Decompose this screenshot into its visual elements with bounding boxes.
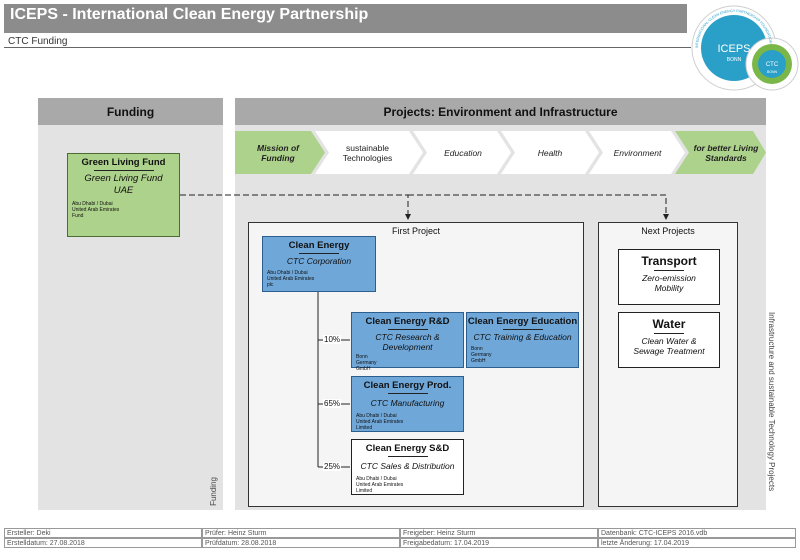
chevron-label-technologies: sustainable Technologies [342, 142, 393, 163]
prod-subtitle: CTC Manufacturing [370, 398, 445, 408]
chevron-label-living-standards: for better Living Standards [693, 142, 759, 163]
footer-database: Datenbank: CTC-ICEPS 2016.vdb [598, 528, 796, 538]
snd-detail: United Arab Emirates [356, 482, 404, 488]
rnd-detail: Germany [356, 360, 377, 366]
header-divider [4, 47, 691, 48]
water-title: Water [652, 317, 686, 331]
education-detail: Germany [471, 352, 492, 358]
share-label-prod: 65% [323, 399, 342, 408]
first-project-title: First Project [391, 226, 440, 236]
green-fund-detail: Fund [72, 213, 84, 219]
chevron-environment [589, 131, 685, 174]
green-fund-detail: Abu Dhabi / Dubai [72, 201, 113, 207]
projects-side-label: Infrastructure and sustainable Technolog… [767, 312, 776, 492]
education-detail: Bonn [471, 346, 483, 352]
clean-energy-prod-box: Clean Energy Prod. CTC Manufacturing Abu… [351, 376, 464, 432]
document-footer: Ersteller: Deki Prüfer: Heinz Sturm Frei… [4, 528, 796, 550]
water-divider [654, 333, 684, 334]
rnd-subtitle: CTC Research & Development [375, 332, 440, 352]
green-fund-detail: United Arab Emirates [72, 207, 120, 213]
chevron-education [413, 131, 511, 174]
transport-subtitle: Zero-emission Mobility [642, 273, 696, 293]
transport-title: Transport [641, 254, 697, 268]
footer-last-change: letzte Änderung: 17.04.2019 [598, 538, 796, 548]
clean-energy-box: Clean Energy CTC Corporation Abu Dhabi /… [262, 236, 376, 292]
clean-energy-title: Clean Energy [288, 240, 350, 251]
logo-sub-text: BONN [727, 57, 742, 63]
chevron-health [501, 131, 599, 174]
footer-review-date: Prüfdatum: 28.08.2018 [202, 538, 400, 548]
clean-energy-detail: plc [267, 282, 274, 288]
education-title: Clean Energy Education [467, 316, 578, 327]
prod-divider [387, 393, 428, 394]
clean-energy-snd-box: Clean Energy S&D CTC Sales & Distributio… [351, 439, 464, 495]
water-subtitle: Clean Water & Sewage Treatment [633, 336, 705, 356]
clean-energy-education-box: Clean Energy Education CTC Training & Ed… [466, 312, 579, 368]
green-living-fund-box: Green Living Fund Green Living Fund UAE … [67, 153, 180, 237]
chevron-label-environment: Environment [613, 147, 662, 158]
prod-detail: Limited [356, 425, 373, 431]
iceps-logo: ICEPS BONN CTC BONN INTERNATIONAL CLEAN … [691, 5, 799, 91]
page-title: ICEPS - International Clean Energy Partn… [10, 6, 369, 23]
logo-small-text: CTC [766, 62, 779, 68]
funding-panel-header: Funding [38, 98, 223, 125]
water-box: Water Clean Water & Sewage Treatment [618, 312, 720, 368]
snd-subtitle: CTC Sales & Distribution [360, 461, 455, 471]
footer-reviewer: Prüfer: Heinz Sturm [202, 528, 400, 538]
snd-detail: Abu Dhabi / Dubai [356, 476, 397, 482]
logo-main-text: ICEPS [717, 43, 750, 55]
rnd-title: Clean Energy R&D [365, 316, 450, 327]
chevron-label-mission: Mission of Funding [256, 142, 300, 163]
rnd-detail: Bonn [356, 354, 368, 360]
footer-author: Ersteller: Deki [4, 528, 202, 538]
snd-title: Clean Energy S&D [365, 443, 450, 454]
footer-approver: Freigeber: Heinz Sturm [400, 528, 598, 538]
rnd-divider [387, 329, 428, 330]
chevron-technologies [315, 131, 423, 174]
projects-panel-header: Projects: Environment and Infrastructure [235, 98, 766, 125]
page-subtitle: CTC Funding [8, 36, 68, 47]
education-divider [502, 329, 543, 330]
share-label-snd: 25% [323, 462, 342, 471]
green-fund-divider [93, 170, 154, 171]
next-projects-title: Next Projects [641, 226, 695, 236]
clean-energy-detail: United Arab Emirates [267, 276, 315, 282]
education-detail: GmbH [471, 358, 486, 364]
clean-energy-detail: Abu Dhabi / Dubai [267, 270, 308, 276]
footer-created-date: Erstelldatum: 27.08.2018 [4, 538, 202, 548]
green-fund-subtitle: Green Living Fund UAE [84, 173, 163, 196]
chevron-label-education: Education [444, 147, 482, 158]
clean-energy-subtitle: CTC Corporation [286, 256, 352, 266]
chevron-living-standards [675, 131, 766, 174]
prod-detail: Abu Dhabi / Dubai [356, 413, 397, 419]
fund-to-first-project-arrow [180, 194, 411, 220]
rnd-detail: GmbH [356, 366, 371, 372]
chevron-mission [235, 131, 325, 174]
snd-divider [387, 456, 428, 457]
fund-to-next-projects-arrow [408, 194, 669, 220]
transport-divider [654, 270, 684, 271]
education-subtitle: CTC Training & Education [473, 332, 572, 342]
transport-box: Transport Zero-emission Mobility [618, 249, 720, 305]
clean-energy-divider [299, 253, 339, 254]
clean-energy-rnd-box: Clean Energy R&D CTC Research & Developm… [351, 312, 464, 372]
header-bar [4, 4, 687, 33]
green-fund-title: Green Living Fund [81, 157, 166, 168]
share-label-rnd: 10% [323, 335, 342, 344]
footer-approval-date: Freigabedatum: 17.04.2019 [400, 538, 598, 548]
snd-detail: Limited [356, 488, 373, 494]
logo-small-sub-text: BONN [767, 70, 778, 74]
value-chain-chevrons [235, 131, 766, 174]
prod-detail: United Arab Emirates [356, 419, 404, 425]
chevron-label-health: Health [537, 147, 563, 158]
prod-title: Clean Energy Prod. [363, 380, 452, 391]
